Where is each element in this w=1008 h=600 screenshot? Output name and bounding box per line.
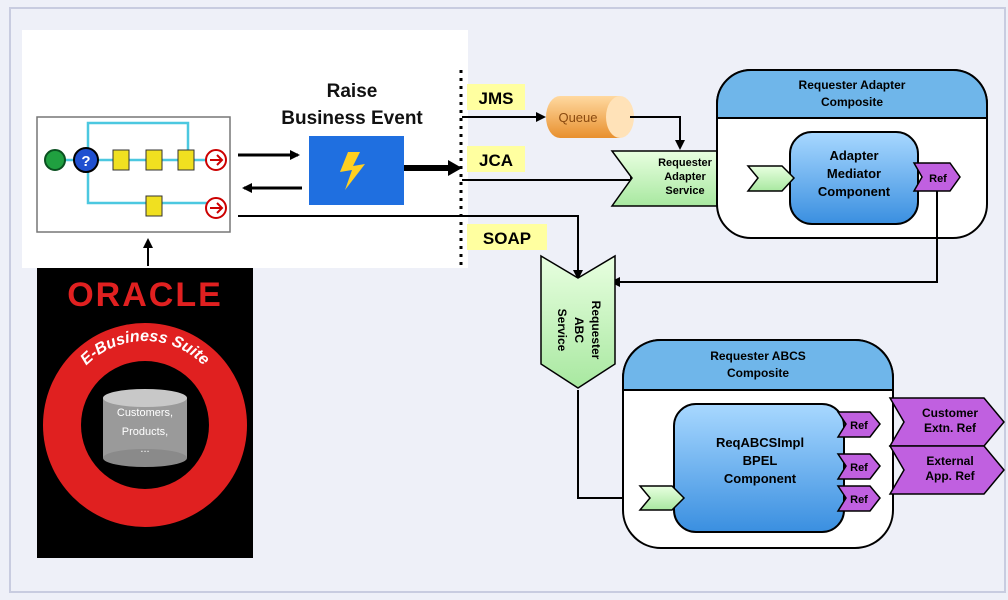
- bpel-line2: BPEL: [743, 453, 778, 468]
- bpel-ref-port-3: [836, 485, 881, 512]
- bpel-ref-label-1: Ref: [850, 420, 868, 432]
- rac-title-line2: Composite: [821, 95, 883, 109]
- requester-adapter-composite: Requester Adapter Composite Adapter Medi…: [716, 69, 988, 239]
- abc-to-bpel-arrow: [577, 390, 638, 503]
- soap-arrow: [238, 215, 583, 280]
- decision-node-icon: [73, 147, 99, 173]
- external-ref-line2: App. Ref: [925, 469, 975, 483]
- jms-label: JMS: [479, 89, 514, 108]
- bpel-ref-label-3: Ref: [850, 494, 868, 506]
- queue-label: Queue: [558, 110, 597, 125]
- soap-label: SOAP: [483, 229, 531, 248]
- bpel-ref-port-2: [836, 453, 881, 480]
- bpel-ref-label-2: Ref: [850, 462, 868, 474]
- db-line1: Customers,: [117, 407, 173, 419]
- mediator-line1: Adapter: [829, 148, 878, 163]
- bpel-line1: ReqABCSImpl: [716, 435, 804, 450]
- mediator-line2: Mediator: [827, 166, 881, 181]
- activity-node-icon: [112, 149, 130, 171]
- ras-line3: Service: [665, 185, 704, 197]
- activity-node-icon: [145, 195, 163, 217]
- external-ref-line1: External: [926, 454, 973, 468]
- rabc-line1: Requester: [589, 301, 603, 360]
- queue: Queue: [546, 96, 634, 138]
- event-title-line1: Raise: [327, 81, 378, 102]
- mediator-ref-port: [912, 162, 961, 192]
- rabc-line2: ABC: [572, 317, 586, 343]
- ras-line2: Adapter: [664, 171, 706, 183]
- requester-abcs-composite: Requester ABCS Composite ReqABCSImpl BPE…: [622, 339, 894, 549]
- bpel-ref-port-1: [836, 411, 881, 438]
- rabcs-title-line2: Composite: [727, 366, 789, 380]
- db-line3: ...: [140, 443, 149, 455]
- soap-label-box: [467, 224, 547, 250]
- svg-text:?: ?: [81, 153, 90, 170]
- bpel-service-port: [638, 485, 686, 511]
- rabc-line3: Service: [555, 309, 569, 352]
- bpel-line3: Component: [724, 471, 797, 486]
- jca-label: JCA: [479, 151, 513, 170]
- mediator-line3: Component: [818, 184, 891, 199]
- rabcs-title-line1: Requester ABCS: [710, 349, 806, 363]
- ras-line1: Requester: [658, 157, 713, 169]
- queue-to-service-arrow: [630, 116, 685, 150]
- ebs-workflow: ?: [36, 116, 231, 233]
- database-icon: [103, 389, 187, 467]
- customer-ref-line1: Customer: [922, 406, 978, 420]
- bpel-component: [673, 403, 845, 533]
- mediator-service-port: [746, 165, 796, 192]
- event-title-line2: Business Event: [281, 108, 423, 129]
- ref-to-abc-arrow: [610, 191, 938, 287]
- activity-node-icon: [145, 149, 163, 171]
- customer-ref-line2: Extn. Ref: [924, 421, 977, 435]
- external-app-ref: [888, 445, 1005, 495]
- activity-node-icon: [177, 149, 195, 171]
- oracle-logo: ORACLE: [67, 276, 223, 314]
- mediator-ref-label: Ref: [929, 173, 947, 185]
- start-node-icon: [44, 149, 66, 171]
- oracle-ebs-block: ORACLE E-Business Suite Customers, Produ…: [37, 268, 253, 558]
- requester-abc-service: [540, 254, 616, 389]
- rac-title-line1: Requester Adapter: [799, 78, 906, 92]
- db-line2: Products,: [122, 426, 168, 438]
- jms-label-box: [467, 84, 525, 110]
- lightning-icon: [340, 152, 365, 190]
- jca-label-box: [467, 146, 525, 172]
